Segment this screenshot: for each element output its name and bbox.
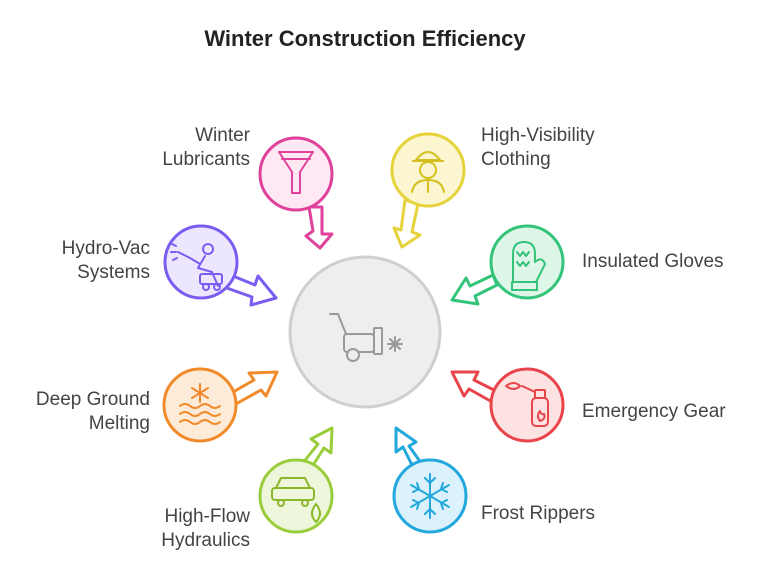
- node-winter-lubricants: [258, 136, 334, 212]
- label-emergency-gear: Emergency Gear: [582, 401, 726, 422]
- diagram-title: Winter Construction Efficiency: [204, 26, 526, 51]
- fire-extinguisher-icon: [505, 382, 549, 427]
- label-frost-rippers: Frost Rippers: [481, 503, 596, 524]
- item-emergency-gear: [450, 367, 565, 443]
- pressure-washer-icon: [170, 243, 223, 291]
- arrow-winter-lubricants: [304, 205, 334, 250]
- item-high-flow-hydraulics: [258, 426, 334, 534]
- item-frost-rippers: [392, 426, 468, 534]
- node-insulated-gloves: [489, 224, 565, 300]
- label-insulated-gloves: Insulated Gloves: [582, 251, 724, 272]
- node-emergency-gear: [489, 367, 565, 443]
- node-high-flow-hydraulics: [258, 458, 334, 534]
- item-deep-ground-melting: [162, 367, 279, 443]
- arrow-insulated-gloves: [450, 273, 499, 306]
- funnel-icon: [278, 151, 314, 194]
- item-high-visibility-clothing: [390, 132, 466, 249]
- item-hydro-vac-systems: [163, 224, 278, 307]
- center-hub: [288, 255, 442, 409]
- snow-blower-icon: [329, 313, 403, 362]
- arrow-deep-ground-melting: [226, 370, 279, 407]
- mitten-icon: [511, 241, 546, 291]
- arrow-high-visibility-clothing: [392, 198, 422, 249]
- worker-hardhat-icon: [411, 151, 445, 193]
- item-insulated-gloves: [450, 224, 565, 306]
- arrow-hydro-vac-systems: [222, 272, 278, 307]
- heat-snowflake-icon: [179, 383, 221, 425]
- node-high-visibility-clothing: [390, 132, 466, 208]
- item-winter-lubricants: [258, 136, 334, 250]
- snowflake-icon: [410, 473, 450, 519]
- vehicle-drop-icon: [271, 477, 321, 523]
